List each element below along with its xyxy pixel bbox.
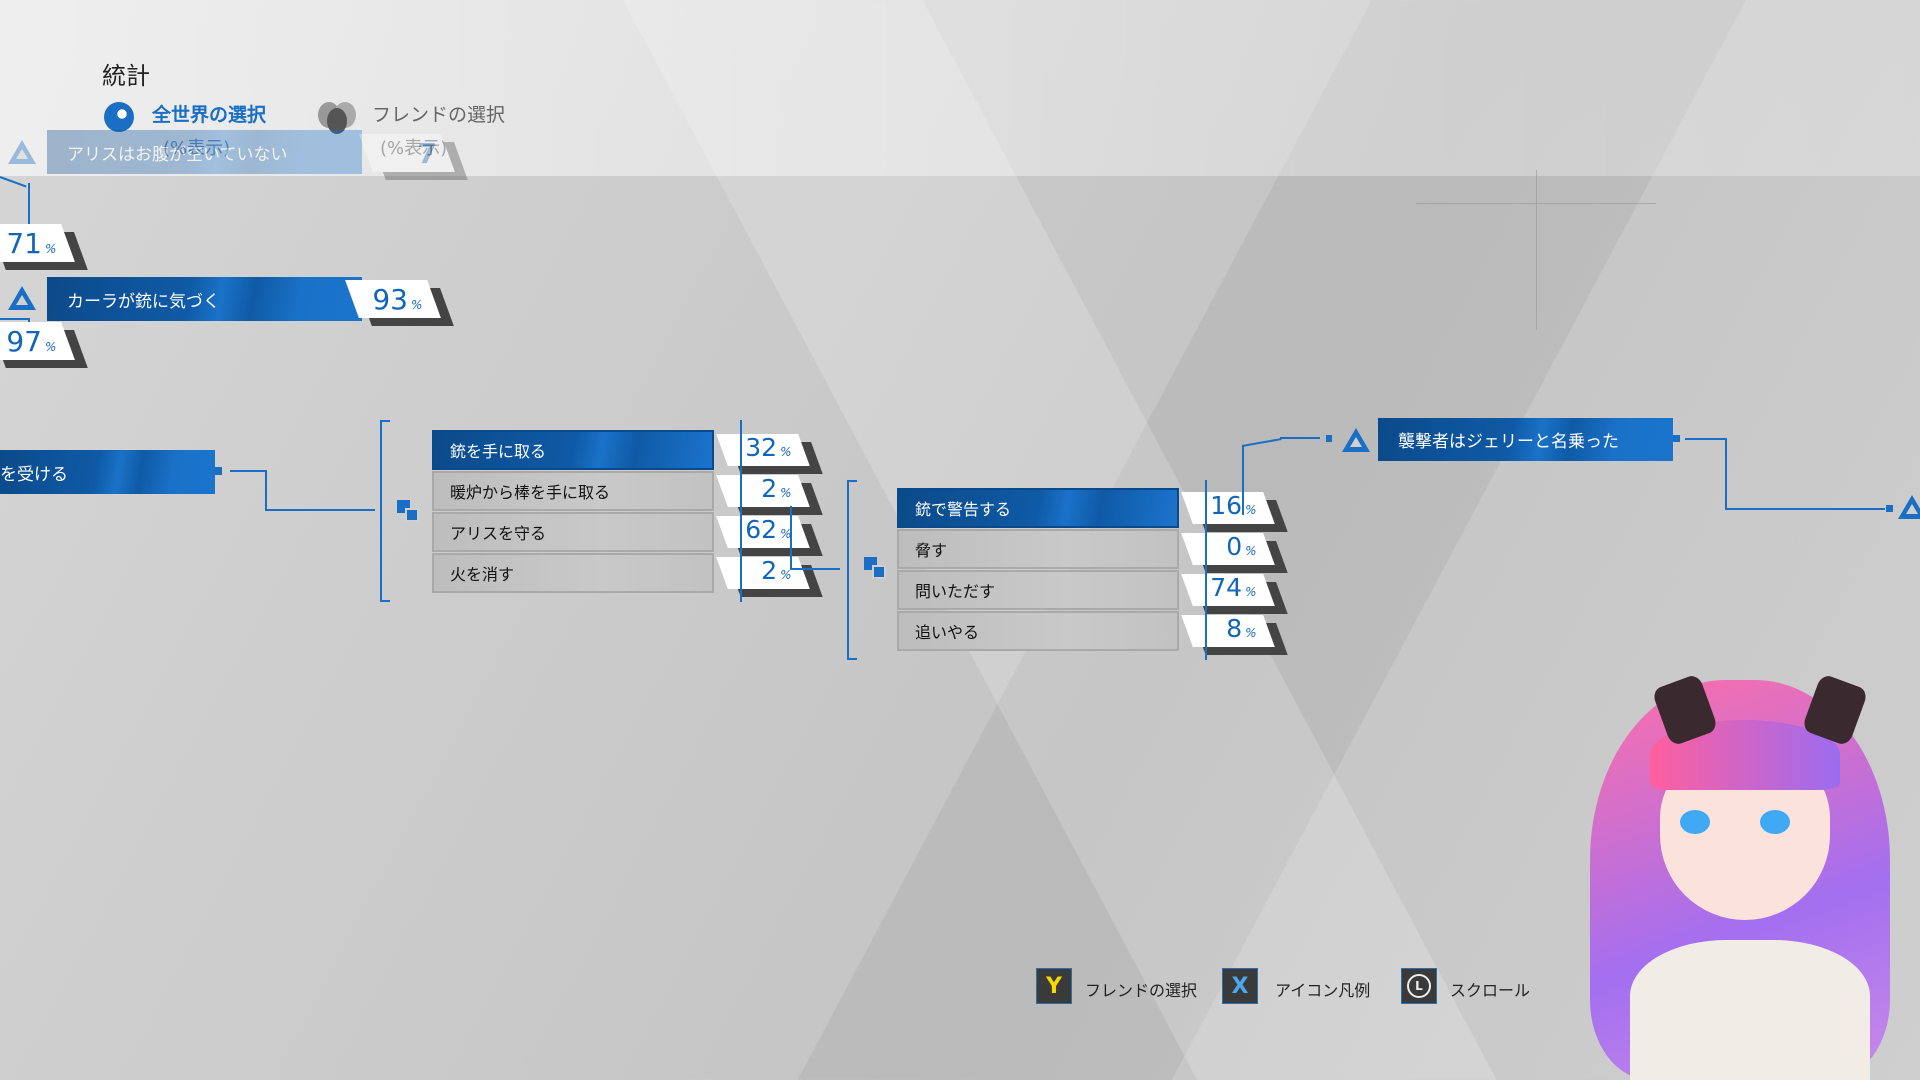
choice-bracket — [380, 420, 390, 602]
choice-option[interactable]: 暖炉から棒を手に取る — [432, 471, 714, 511]
choice-group-icon — [397, 500, 421, 524]
choice-label: 銃で警告する — [915, 500, 1012, 519]
hint-friend-choices[interactable]: フレンドの選択 — [1085, 981, 1198, 1000]
tab-friends-choices[interactable]: フレンドの選択 — [372, 104, 506, 126]
choice-option[interactable]: 脅す — [897, 529, 1179, 569]
percent-badge: 2% — [716, 556, 810, 589]
percent-badge: 93% — [345, 280, 441, 318]
tab-world-choices[interactable]: 全世界の選択 — [152, 104, 267, 126]
choice-option[interactable]: 火を消す — [432, 553, 714, 593]
globe-icon — [104, 102, 134, 132]
header-band — [0, 0, 1920, 176]
choice-label: 追いやる — [915, 623, 980, 642]
hint-icon-legend[interactable]: アイコン凡例 — [1275, 981, 1371, 1000]
y-button-icon[interactable]: Y — [1036, 968, 1072, 1004]
triangle-icon — [8, 140, 36, 164]
node-receive[interactable]: を受ける — [0, 450, 215, 494]
choice-label: 銃を手に取る — [450, 442, 547, 461]
choice-label: 脅す — [915, 541, 948, 560]
left-stick-icon[interactable]: L — [1401, 968, 1437, 1004]
percent-badge: 74% — [1181, 573, 1275, 606]
percent-badge: 16% — [1181, 491, 1275, 524]
percent-badge: 2% — [716, 474, 810, 507]
triangle-icon — [1342, 428, 1370, 452]
choice-option[interactable]: 銃で警告する — [897, 488, 1179, 528]
percent-badge: 71% — [0, 224, 75, 262]
percent-badge: 97% — [0, 322, 75, 360]
triangle-icon — [8, 286, 36, 310]
choice-bracket — [847, 480, 857, 660]
choice-option[interactable]: アリスを守る — [432, 512, 714, 552]
hint-scroll[interactable]: スクロール — [1450, 981, 1531, 1000]
choice-label: 暖炉から棒を手に取る — [450, 483, 611, 502]
percent-badge: 32% — [716, 433, 810, 466]
tab-friends-sub: (%表示) — [380, 138, 448, 159]
percent-badge: 62% — [716, 515, 810, 548]
streamer-avatar — [1530, 640, 1920, 1080]
choice-option[interactable]: 追いやる — [897, 611, 1179, 651]
x-button-icon[interactable]: X — [1222, 968, 1258, 1004]
triangle-icon — [1898, 495, 1920, 519]
percent-badge: 0% — [1181, 532, 1275, 565]
choice-option[interactable]: 問いただす — [897, 570, 1179, 610]
node-jerry[interactable]: 襲撃者はジェリーと名乗った — [1378, 418, 1673, 461]
choice-label: 問いただす — [915, 582, 996, 601]
choice-group-icon — [864, 557, 888, 581]
choice-option[interactable]: 銃を手に取る — [432, 430, 714, 470]
choice-label: アリスを守る — [450, 524, 547, 543]
node-alice[interactable]: アリスはお腹が空いていない — [47, 130, 362, 174]
friends-icon — [318, 102, 358, 134]
node-kara[interactable]: カーラが銃に気づく — [47, 277, 362, 321]
percent-badge: 7 — [359, 134, 455, 172]
page-title: 統計 — [102, 62, 150, 90]
tab-world-sub: (%表示) — [163, 138, 231, 159]
choice-label: 火を消す — [450, 565, 515, 584]
percent-badge: 8% — [1181, 614, 1275, 647]
